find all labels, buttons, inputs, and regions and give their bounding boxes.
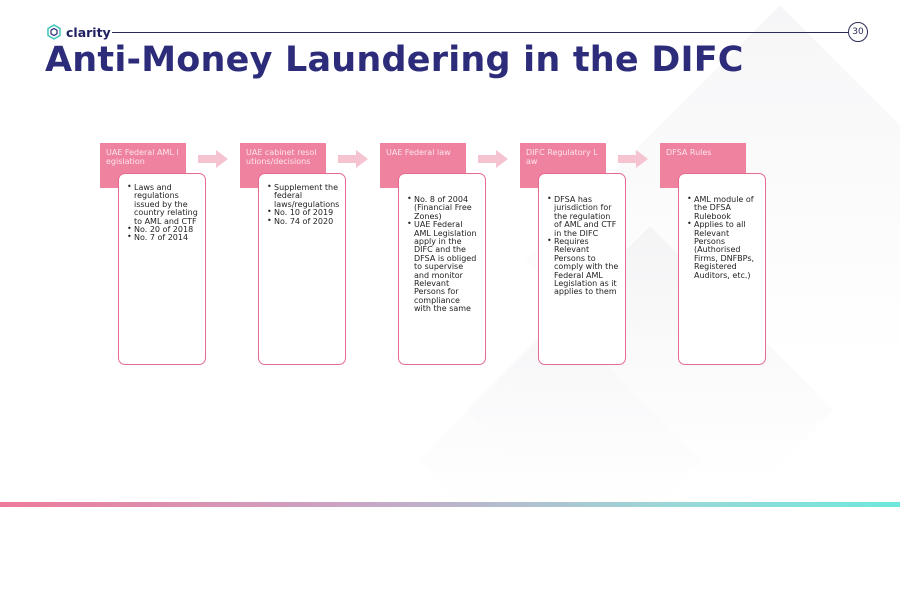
arrow-right-icon [618, 150, 648, 168]
slide-title: Anti-Money Laundering in the DIFC [45, 40, 744, 80]
bullet-item: No. 8 of 2004 (Financial Free Zones) [407, 195, 479, 221]
flow-step-4: DIFC Regulatory LawDFSA has jurisdiction… [520, 143, 630, 365]
bullet-item: Laws and regulations issued by the count… [127, 183, 199, 226]
flow-step-body: No. 8 of 2004 (Financial Free Zones)UAE … [398, 173, 486, 365]
bullet-list: DFSA has jurisdiction for the regulation… [547, 195, 619, 297]
flow-step-3: UAE Federal lawNo. 8 of 2004 (Financial … [380, 143, 490, 365]
header-divider [112, 32, 848, 33]
flow-step-body: DFSA has jurisdiction for the regulation… [538, 173, 626, 365]
bullet-item: UAE Federal AML Legislation apply in the… [407, 220, 479, 313]
bullet-item: DFSA has jurisdiction for the regulation… [547, 195, 619, 238]
hexagon-logo-icon [47, 24, 61, 40]
brand-name: clarity [66, 24, 111, 40]
flow-step-body: Laws and regulations issued by the count… [118, 173, 206, 365]
flow-step-body: AML module of the DFSA RulebookApplies t… [678, 173, 766, 365]
flow-step-header: UAE cabinet resolutions/decisions [240, 143, 326, 188]
arrow-right-icon [478, 150, 508, 168]
bullet-item: No. 20 of 2018 [127, 225, 199, 234]
flow-step-1: UAE Federal AML legislationLaws and regu… [100, 143, 210, 365]
bullet-item: Requires Relevant Persons to comply with… [547, 237, 619, 297]
page-number: 30 [848, 22, 868, 42]
flow-step-2: UAE cabinet resolutions/decisionsSupplem… [240, 143, 350, 365]
bullet-item: No. 10 of 2019 [267, 208, 339, 217]
flow-step-5: DFSA RulesAML module of the DFSA Ruleboo… [660, 143, 770, 365]
bullet-item: No. 7 of 2014 [127, 233, 199, 242]
arrow-right-icon [198, 150, 228, 168]
bullet-list: AML module of the DFSA RulebookApplies t… [687, 195, 759, 280]
flow-step-body: Supplement the federal laws/regulationsN… [258, 173, 346, 365]
bullet-list: Supplement the federal laws/regulationsN… [267, 183, 339, 226]
bullet-item: Supplement the federal laws/regulations [267, 183, 339, 209]
brand-logo: clarity [46, 24, 111, 40]
bullet-list: No. 8 of 2004 (Financial Free Zones)UAE … [407, 195, 479, 314]
bullet-list: Laws and regulations issued by the count… [127, 183, 199, 243]
arrow-right-icon [338, 150, 368, 168]
bullet-item: AML module of the DFSA Rulebook [687, 195, 759, 221]
bullet-item: No. 74 of 2020 [267, 217, 339, 226]
footer-gradient-bar [0, 502, 900, 507]
bullet-item: Applies to all Relevant Persons (Authori… [687, 220, 759, 280]
